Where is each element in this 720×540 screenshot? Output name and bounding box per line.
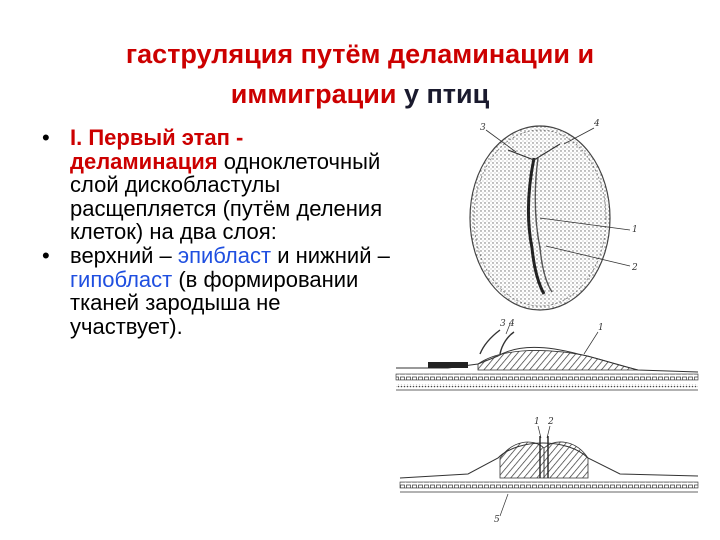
title-tail: у птиц [403, 79, 490, 109]
bullet-text-after: (в формировании тканей зародыша не участ… [70, 266, 359, 339]
slide-title: гаструляция путём деламинации и иммиграц… [40, 34, 680, 114]
bullet-marker: • [42, 125, 50, 150]
bullet-item-layers: • верхний – эпибласт и нижний – гипоблас… [42, 244, 392, 338]
bullet-text: одноклеточный слой дискобластулы расщепл… [70, 148, 383, 245]
bullet-text-before: верхний – [70, 242, 172, 268]
term-epiblast: эпибласт [177, 242, 272, 268]
bullet-item-delamination: • I. Первый этап - деламинация одноклето… [42, 126, 392, 244]
label-top-4: 4 [593, 119, 600, 129]
bullet-list: • I. Первый этап - деламинация одноклето… [42, 126, 392, 338]
bullet-marker: • [42, 242, 50, 268]
label-bottom-2: 2 [547, 417, 554, 427]
gastrulation-figure: 3 4 1 2 3 4 1 [388, 118, 708, 528]
cross-section-bottom: 1 2 5 [399, 417, 699, 525]
label-top-1: 1 [632, 225, 638, 235]
bullet-text-mid: и нижний – [277, 242, 390, 268]
label-top-3: 3 [480, 123, 486, 133]
label-bottom-1: 1 [534, 417, 540, 427]
title-main: гаструляция путём деламинации и иммиграц… [125, 39, 595, 109]
label-top-2: 2 [631, 263, 638, 273]
bullet-heading: I. Первый этап - деламинация [70, 125, 244, 174]
label-mid-1: 1 [598, 323, 604, 333]
blastodisc-top-view: 3 4 1 2 [469, 119, 638, 311]
cross-section-middle: 3 4 1 [395, 319, 699, 391]
label-mid-3: 3 [500, 319, 506, 329]
term-hypoblast: гипобласт [70, 266, 173, 292]
gastrulation-illustration: 3 4 1 2 3 4 1 [395, 119, 699, 525]
label-bottom-5: 5 [494, 515, 500, 525]
label-mid-4: 4 [508, 319, 515, 329]
